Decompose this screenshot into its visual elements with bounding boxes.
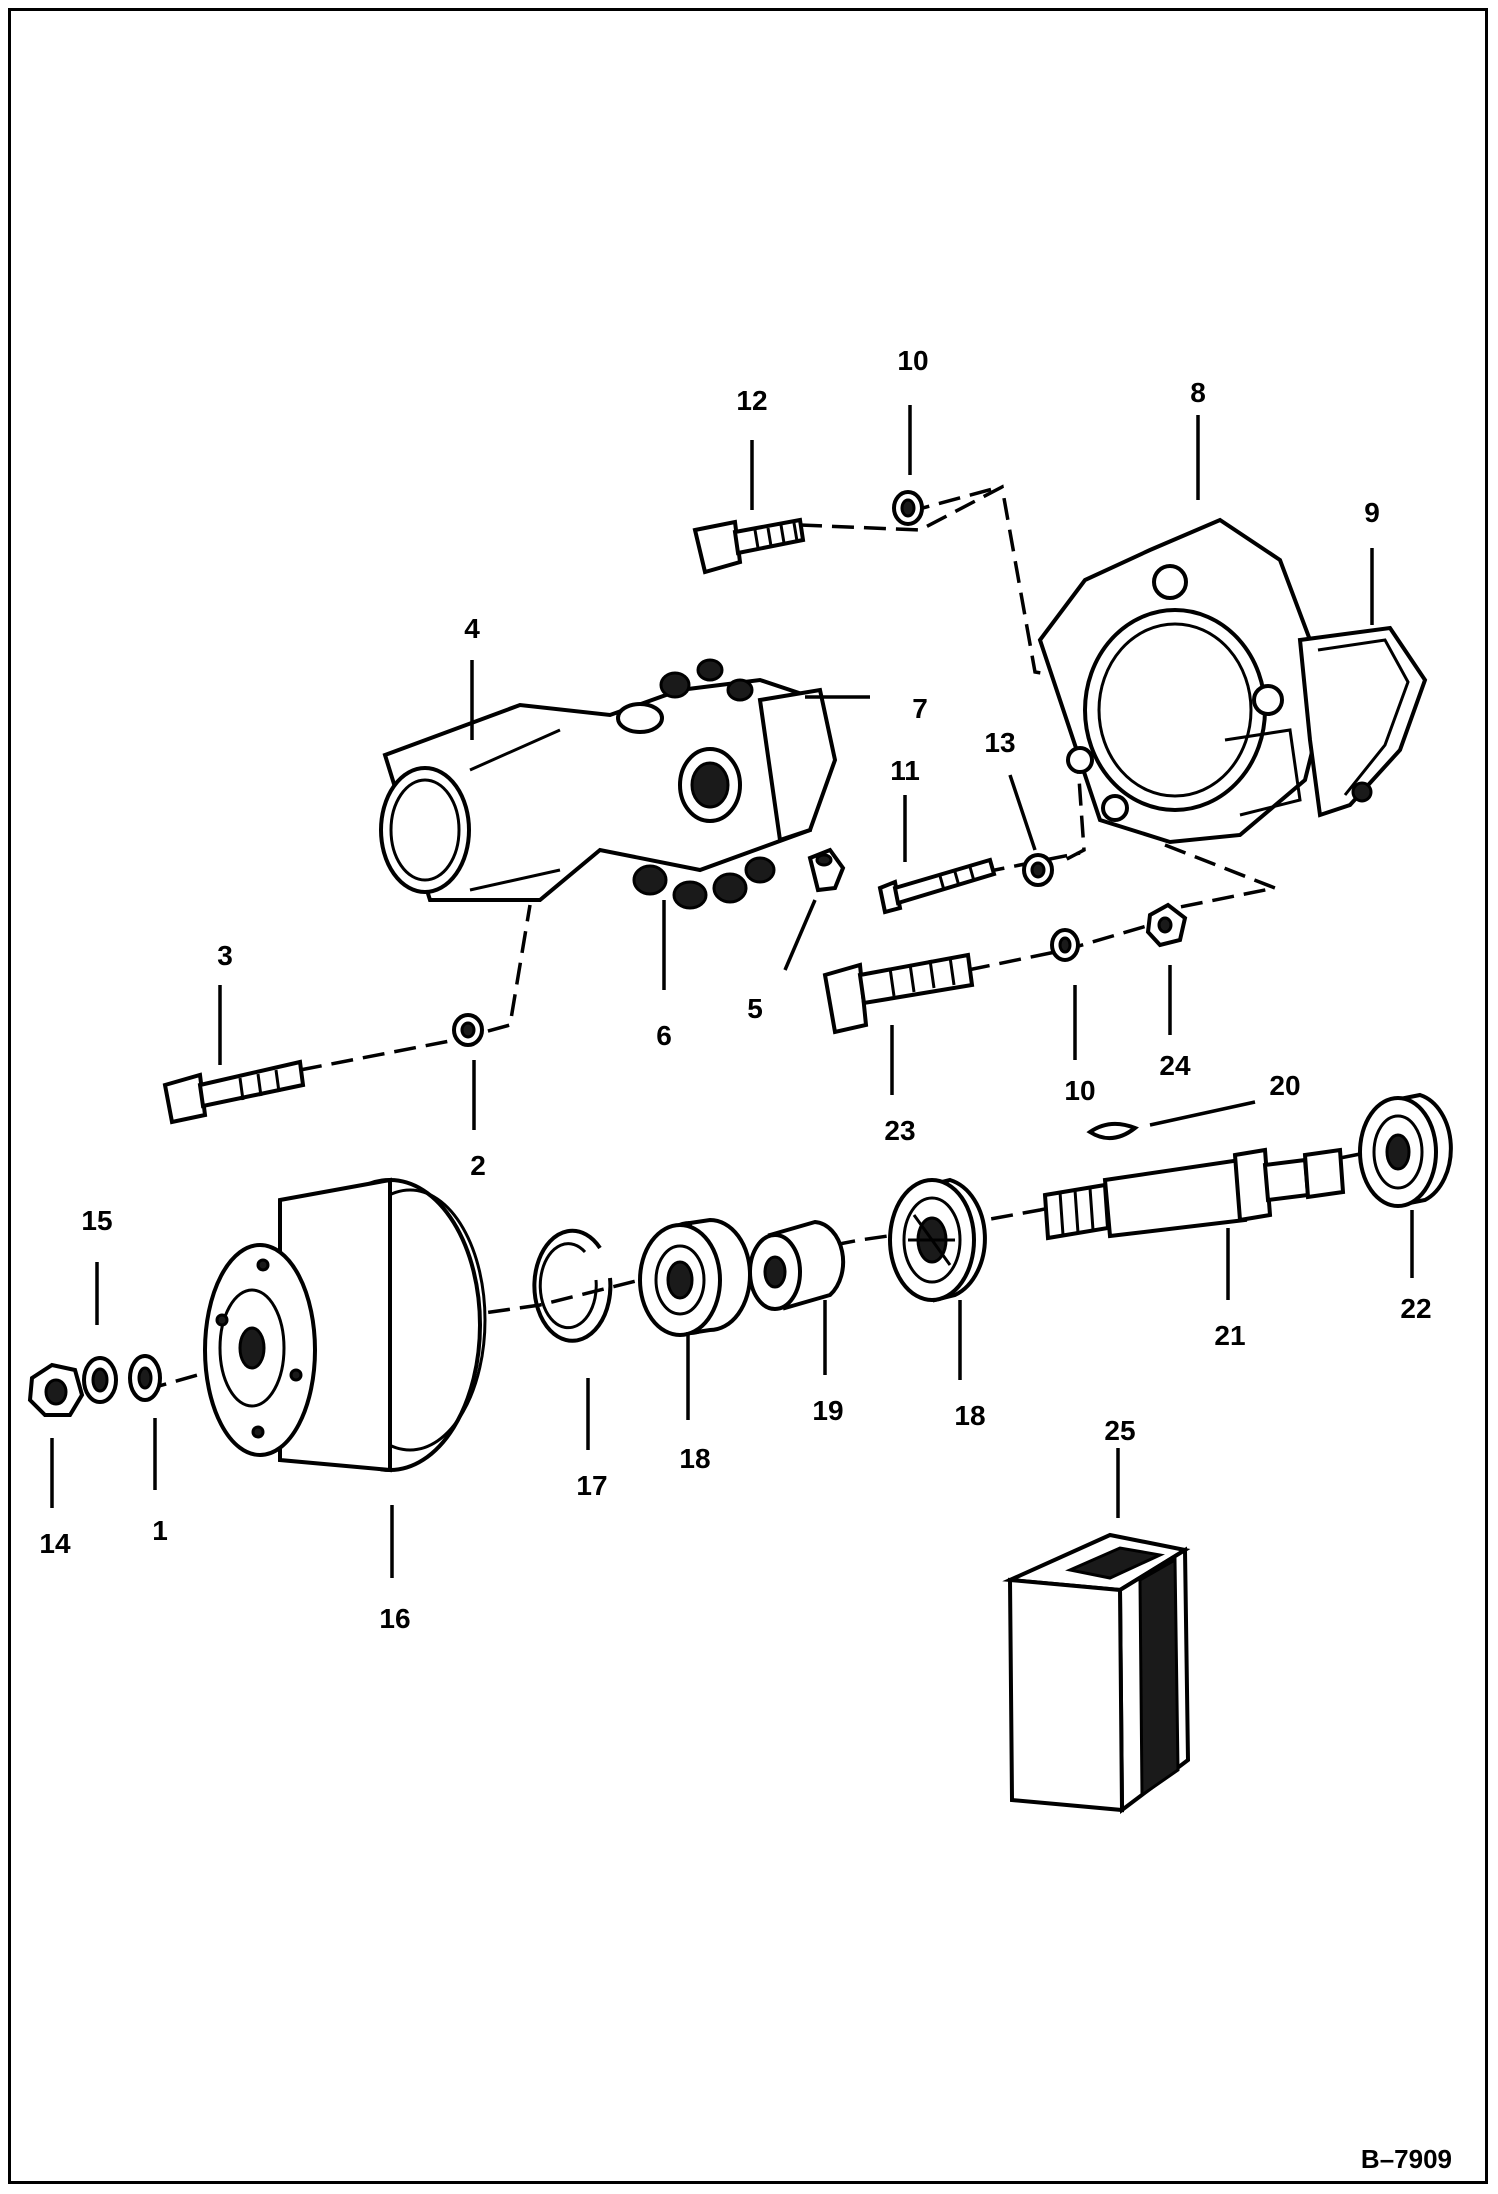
callout-19: 19 [812,1395,843,1426]
callout-23: 23 [884,1115,915,1146]
callout-24: 24 [1159,1050,1191,1081]
assembly-path-gasket-lower [1164,843,1282,912]
assembly-path-bolt3 [299,904,532,1072]
callout-5: 5 [747,993,763,1024]
part-18-bearing-front [638,1217,752,1337]
part-1-washer [128,1354,162,1402]
callout-21: 21 [1214,1320,1245,1351]
callout-25: 25 [1104,1415,1135,1446]
callout-9: 9 [1364,497,1380,528]
callout-2: 2 [470,1150,486,1181]
callout-18-front: 18 [679,1443,710,1474]
part-24-spacer [1145,902,1188,948]
part-2-lockwasher [452,1013,484,1047]
part-19-spacer [748,1219,846,1311]
callout-10-upper: 10 [897,345,928,376]
part-11-bolt [877,857,997,915]
part-4-pump-body [379,677,838,902]
callout-13: 13 [984,727,1015,758]
callout-1: 1 [152,1515,168,1546]
callout-3: 3 [217,940,233,971]
callout-14: 14 [39,1528,71,1559]
callout-6: 6 [656,1020,672,1051]
callout-16: 16 [379,1603,410,1634]
callout-4: 4 [464,613,480,644]
diagram-frame [8,8,1488,2184]
callout-17: 17 [576,1470,607,1501]
part-23-bolt [822,952,975,1035]
part-12-bolt [692,517,806,575]
callout-7: 7 [912,693,928,724]
part-8-pump-housing [1037,517,1323,845]
part-21-shaft [1042,1147,1346,1241]
part-13-lockwasher [1022,853,1054,887]
part-22-bearing-small [1358,1092,1453,1208]
part-15-lockwasher [82,1356,118,1404]
part-9-gasket [1297,625,1428,818]
callout-labels: 12 10 8 9 4 7 11 13 6 5 3 2 23 10 24 20 … [39,345,1431,1634]
callout-22: 22 [1400,1293,1431,1324]
part-5-plug [807,847,846,893]
part-25-kit-box [1002,1532,1191,1814]
callout-11: 11 [890,755,920,786]
part-20-key [1086,1121,1139,1140]
part-18-bearing-rear [888,1177,987,1303]
callout-15: 15 [81,1205,112,1236]
part-16-pulley [203,1177,487,1473]
callout-10-lower: 10 [1064,1075,1095,1106]
callout-20: 20 [1269,1070,1300,1101]
part-14-nut [27,1362,85,1417]
part-10-lockwasher-upper [892,490,924,526]
callout-18-rear: 18 [954,1400,985,1431]
part-17-snap-ring [532,1228,613,1343]
assembly-path-upper [799,484,1086,862]
callout-8: 8 [1190,377,1206,408]
figure-id: B–7909 [1361,2144,1452,2174]
leader-lines [50,405,1414,1578]
callout-12: 12 [736,385,767,416]
part-3-bolt [162,1059,306,1125]
part-6-seal-kit [632,658,776,910]
part-10-lockwasher-lower [1050,928,1080,962]
